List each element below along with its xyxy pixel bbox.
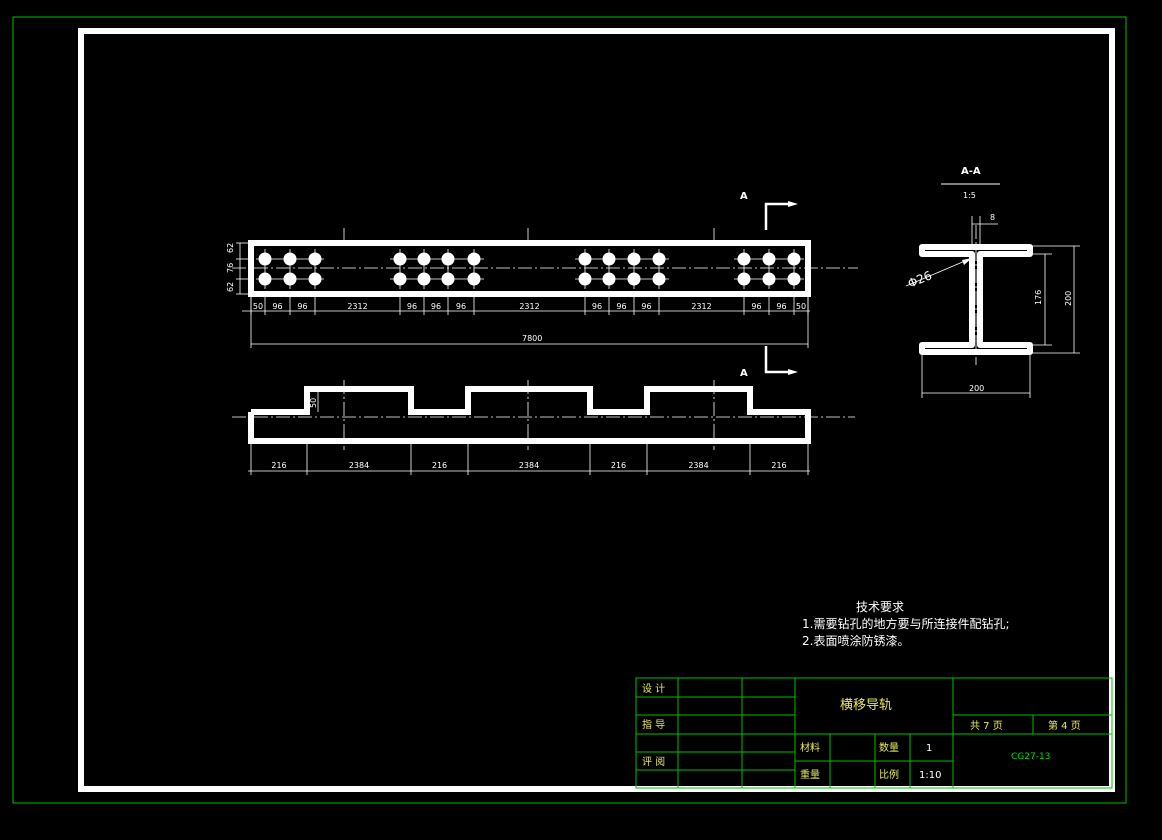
- notes-line-1: 1.需要钻孔的地方要与所连接件配钻孔;: [802, 616, 1010, 631]
- top-left-dim-3: 62: [226, 282, 235, 292]
- front-dim-label: 216: [611, 461, 626, 470]
- top-dim-label: 96: [407, 302, 417, 311]
- front-view-profile: [248, 386, 811, 444]
- label-weight: 重量: [800, 768, 820, 781]
- top-view-outline: [248, 240, 811, 297]
- top-left-dim-2: 76: [226, 263, 235, 273]
- sheet-outer-frame: [12, 16, 1127, 804]
- bolt-hole-group: [256, 249, 804, 289]
- top-dim-label: 96: [592, 302, 602, 311]
- top-dim-label: 50: [796, 302, 806, 311]
- top-dim-label: 96: [297, 302, 307, 311]
- section-view: A-A 1:5 8 Φ26 176 200 200: [906, 166, 1080, 398]
- top-dim-label: 2312: [519, 302, 539, 311]
- front-dim-label: 216: [271, 461, 286, 470]
- front-step-dim: 50: [309, 398, 318, 408]
- front-dim-chain: 216 2384 216 2384 216 2384 216: [250, 444, 809, 475]
- section-height-dim: 200: [1064, 291, 1073, 306]
- sheet-number: 第 4 页: [1048, 719, 1081, 732]
- label-review: 评 阅: [642, 755, 665, 768]
- section-label-top: A: [740, 191, 748, 202]
- section-hole-dim: Φ26: [906, 268, 934, 291]
- total-sheets: 共 7 页: [970, 720, 1003, 732]
- top-dim-label: 50: [253, 302, 263, 311]
- top-dim-label: 96: [616, 302, 626, 311]
- front-dim-label: 2384: [688, 461, 708, 470]
- part-name: 横移导轨: [840, 698, 892, 713]
- label-quantity: 数量: [879, 741, 899, 754]
- section-web-dim: 8: [990, 213, 995, 222]
- section-label-bottom: A: [740, 368, 748, 379]
- top-total-dim: 7800: [522, 334, 542, 343]
- label-guide: 指 导: [642, 718, 665, 731]
- front-dim-label: 2384: [349, 461, 369, 470]
- front-view: 50 216 2384 216 2384 216 2384 216: [232, 380, 855, 475]
- drawing-number: CG27-13: [1011, 752, 1050, 762]
- section-inner-height-dim: 176: [1034, 290, 1043, 305]
- drawing-border: [78, 28, 1115, 792]
- notes-title: 技术要求: [856, 600, 904, 614]
- top-dim-label: 96: [272, 302, 282, 311]
- section-scale: 1:5: [963, 191, 976, 200]
- label-design: 设 计: [642, 682, 665, 695]
- front-dim-label: 2384: [519, 461, 539, 470]
- title-block: 设 计 指 导 评 阅 横移导轨 共 7 页 第 4 页 材料 数量 1 重量 …: [635, 677, 1113, 789]
- top-dim-label: 96: [776, 302, 786, 311]
- top-dim-label: 2312: [347, 302, 367, 311]
- i-beam-section: [919, 244, 1033, 355]
- front-dim-label: 216: [432, 461, 447, 470]
- section-width-dim: 200: [969, 384, 984, 393]
- top-dim-chain: 50 96 96 2312 96 96 96 2312 96 96 96 2312 96 96 50: [250, 296, 809, 315]
- top-dim-label: 96: [456, 302, 466, 311]
- top-dim-label: 96: [431, 302, 441, 311]
- technical-notes: 技术要求 1.需要钻孔的地方要与所连接件配钻孔; 2.表面喷涂防锈漆。: [802, 600, 1010, 648]
- top-dim-label: 2312: [691, 302, 711, 311]
- top-dim-label: 96: [751, 302, 761, 311]
- label-material: 材料: [800, 741, 820, 754]
- section-title: A-A: [961, 166, 981, 177]
- label-scale: 比例: [879, 768, 899, 781]
- scale-value: 1:10: [919, 770, 941, 781]
- top-dim-label: 96: [641, 302, 651, 311]
- top-view: 62 76 62 50 96 96 2312 96 96 96 2312 96 96 96 2312 9…: [226, 228, 858, 348]
- quantity-value: 1: [926, 743, 932, 754]
- notes-line-2: 2.表面喷涂防锈漆。: [802, 633, 909, 648]
- front-dim-label: 216: [771, 461, 786, 470]
- top-left-dim-1: 62: [226, 243, 235, 253]
- section-cut-marks: A A: [740, 191, 798, 379]
